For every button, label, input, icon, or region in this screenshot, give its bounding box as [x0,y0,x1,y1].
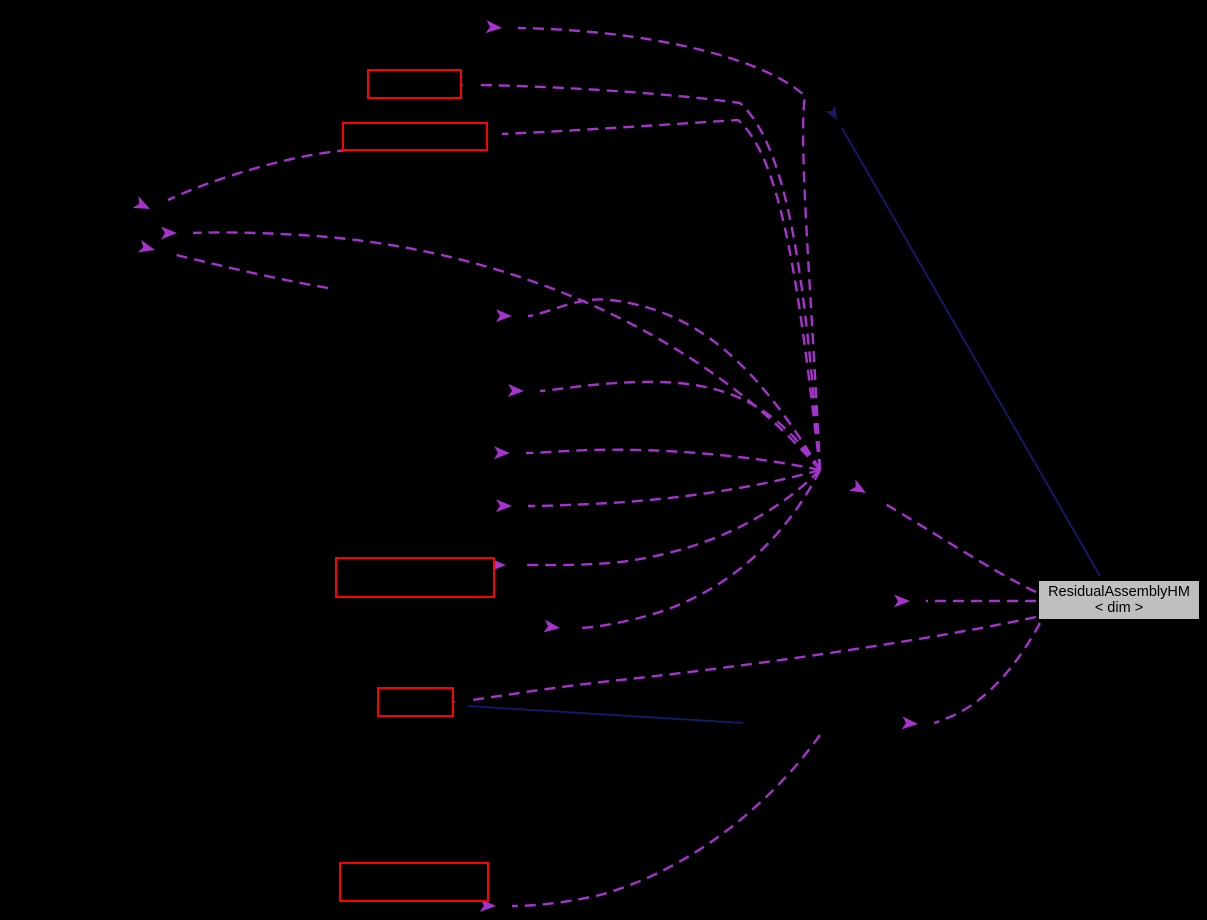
edge-hub-to-left-5-arrowhead [507,383,524,397]
edge-hub-to-left-7-arrowhead [495,499,512,513]
edge-caller2-to-left-1 [167,148,349,202]
edge-hub-to-left-4 [527,298,822,471]
node-residual-assembly-hm-label: ResidualAssemblyHM < dim > [1048,583,1190,616]
edge-hub-to-left-2 [192,231,821,471]
edge-node-to-left-9-arrowhead [894,594,910,608]
edge-node-to-hub [881,500,1037,594]
edge-hub-to-top-far-arrowhead [485,20,502,34]
edge-node-to-top-solid-arrowhead [825,105,837,120]
edge-hub-to-left-8-arrowhead [543,619,560,633]
edge-hub-to-left-6-arrowhead [493,446,510,460]
edge-hub-to-top-far [517,26,822,471]
edge-node-to-hub-arrowhead [848,479,866,493]
edge-node-to-left-10-arrowhead [901,716,918,730]
edge-bottom-to-caller-5-arrowhead [479,898,496,912]
node-caller-2[interactable] [342,122,488,151]
edge-hub-to-left-3 [171,252,329,290]
edge-solid-to-caller-4 [467,705,744,724]
edge-hub-to-caller-3 [521,469,821,567]
edge-bottom-to-caller-5 [511,734,821,908]
edge-hub-to-left-8 [575,469,822,630]
node-caller-4[interactable] [377,687,454,717]
node-caller-3[interactable] [335,557,495,598]
edge-node-to-left-10 [933,622,1042,725]
node-caller-5[interactable] [339,862,489,902]
edge-hub-to-caller-2 [501,118,822,471]
edge-hub-to-left-2-arrowhead [161,226,177,240]
edge-hub-to-left-5 [539,380,821,471]
node-caller-1[interactable] [367,69,462,99]
edge-hub-to-left-6 [525,448,821,472]
edge-hub-to-left-4-arrowhead [495,309,512,323]
edge-caller2-to-left-1-arrowhead [132,196,150,209]
edge-hub-to-left-3-arrowhead [137,239,155,253]
edge-node-to-caller-4 [471,615,1037,702]
edges-group [167,26,1101,908]
node-residual-assembly-hm[interactable]: ResidualAssemblyHM < dim > [1038,580,1200,620]
edge-node-to-top-solid [841,127,1101,577]
edge-hub-to-left-7 [527,468,821,508]
edge-hub-to-caller-1 [477,83,822,471]
